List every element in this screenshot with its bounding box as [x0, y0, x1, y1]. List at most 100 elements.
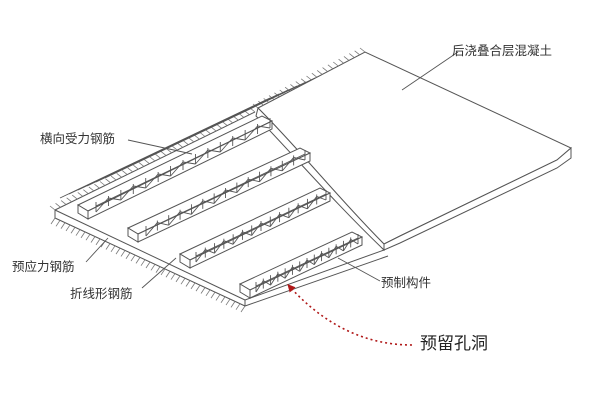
hatch-tick	[94, 183, 100, 189]
hatch-tick	[55, 220, 61, 227]
bent-bar-segment	[260, 222, 271, 227]
hatch-tick	[171, 145, 178, 151]
hatch-tick	[205, 129, 211, 135]
hatch-tick	[200, 287, 206, 294]
hatch-tick	[83, 189, 89, 194]
label-reserved-hole: 预留孔洞	[420, 334, 488, 354]
hatch-tick	[88, 186, 95, 192]
bent-bar-segment	[191, 200, 204, 215]
bent-bar-segment	[270, 167, 283, 172]
hatch-tick	[194, 134, 200, 140]
label-transverse-rebar: 横向受力钢筋	[40, 131, 116, 146]
leader-bent	[141, 257, 177, 289]
hatch-tick	[175, 275, 181, 283]
bent-bar-segment	[207, 149, 221, 153]
hatch-tick	[120, 250, 126, 257]
hatch-tick	[216, 124, 222, 129]
hatch-tick	[99, 181, 106, 186]
hatch-tick	[190, 282, 196, 290]
hatch-tick	[180, 277, 186, 285]
hatch-tick	[205, 289, 211, 297]
hatch-tick	[165, 271, 171, 278]
hatch-tick	[145, 261, 151, 269]
bent-bar-segment	[257, 125, 271, 129]
bent-bar-segment	[259, 167, 272, 183]
bent-bar-segment	[205, 249, 215, 254]
bent-bar-segment	[223, 240, 234, 245]
hatch-tick	[150, 264, 156, 271]
bent-bar-segment	[270, 273, 279, 286]
reserved-hole-arrow	[287, 284, 413, 346]
bent-bar-segment	[292, 266, 300, 272]
bent-bar-segment	[170, 161, 184, 177]
bent-bar-segment	[232, 137, 246, 141]
hatch-tick	[199, 132, 206, 137]
bent-bar-segment	[350, 239, 359, 245]
hatch-tick	[95, 238, 101, 246]
bent-bar-segment	[242, 231, 252, 236]
hatch-tick	[77, 192, 84, 197]
hatch-tick	[80, 231, 86, 239]
hatch-tick	[105, 178, 111, 184]
bent-bar-segment	[195, 149, 209, 165]
hatch-tick	[210, 126, 217, 132]
topping-top-face	[257, 51, 572, 245]
bent-bar-segment	[202, 200, 215, 204]
hatch-tick	[105, 243, 111, 250]
hatch-tick	[230, 301, 236, 308]
hatch-tick	[60, 200, 67, 205]
bent-bar-segment	[95, 197, 109, 213]
hatch-tick	[210, 291, 216, 299]
hatch-tick	[133, 164, 139, 170]
hatch-tick	[333, 61, 339, 67]
hatch-tick	[343, 56, 350, 61]
hatch-tick	[155, 266, 161, 273]
bent-bar-segment	[335, 245, 344, 252]
bent-bar-segment	[293, 156, 306, 161]
bent-bar-segment	[269, 213, 280, 227]
hatch-tick	[60, 222, 66, 229]
bent-bar-segment	[248, 178, 260, 183]
leader-prestressed	[85, 237, 109, 263]
hatch-tick	[125, 252, 131, 259]
hatch-tick	[138, 162, 145, 167]
hatch-tick	[65, 224, 71, 232]
hatch-tick	[359, 47, 366, 53]
hatch-tick	[121, 170, 128, 175]
bent-bar-segment	[255, 280, 264, 293]
hatch-tick	[177, 143, 184, 148]
leader-precast	[337, 257, 381, 282]
bent-bar-segment	[281, 157, 294, 172]
hatch-tick	[311, 72, 318, 78]
bent-bar-segment	[179, 211, 192, 215]
hatch-tick	[235, 303, 241, 310]
hatch-marks	[49, 47, 366, 313]
bent-bar-segment	[307, 196, 318, 210]
bent-bar-segment	[277, 273, 286, 279]
bent-bar-segment	[299, 259, 308, 272]
bent-bar-segment	[168, 211, 181, 226]
label-precast-member: 预制构件	[381, 275, 432, 290]
hatch-tick	[220, 296, 226, 303]
hatch-tick	[327, 64, 334, 70]
hatch-tick	[75, 229, 81, 236]
hatch-tick	[188, 137, 195, 143]
hatch-tick	[135, 257, 141, 264]
hatch-tick	[50, 217, 56, 225]
hatch-tick	[338, 58, 344, 64]
bent-bar-segment	[306, 259, 315, 265]
hatch-tick	[240, 305, 246, 313]
bent-bar-segment	[244, 125, 258, 141]
bent-bar-segment	[195, 249, 206, 263]
hatch-tick	[55, 202, 61, 208]
hatch-tick	[166, 148, 172, 154]
hatch-tick	[116, 173, 122, 178]
rebar-cages	[59, 77, 359, 293]
hatch-tick	[144, 159, 150, 165]
leader-transverse	[127, 139, 193, 155]
hatch-tick	[90, 236, 96, 243]
hatch-tick	[155, 153, 161, 159]
label-topping-concrete: 后浇叠合层混凝土	[452, 43, 553, 58]
bent-bar-segment	[321, 252, 330, 259]
